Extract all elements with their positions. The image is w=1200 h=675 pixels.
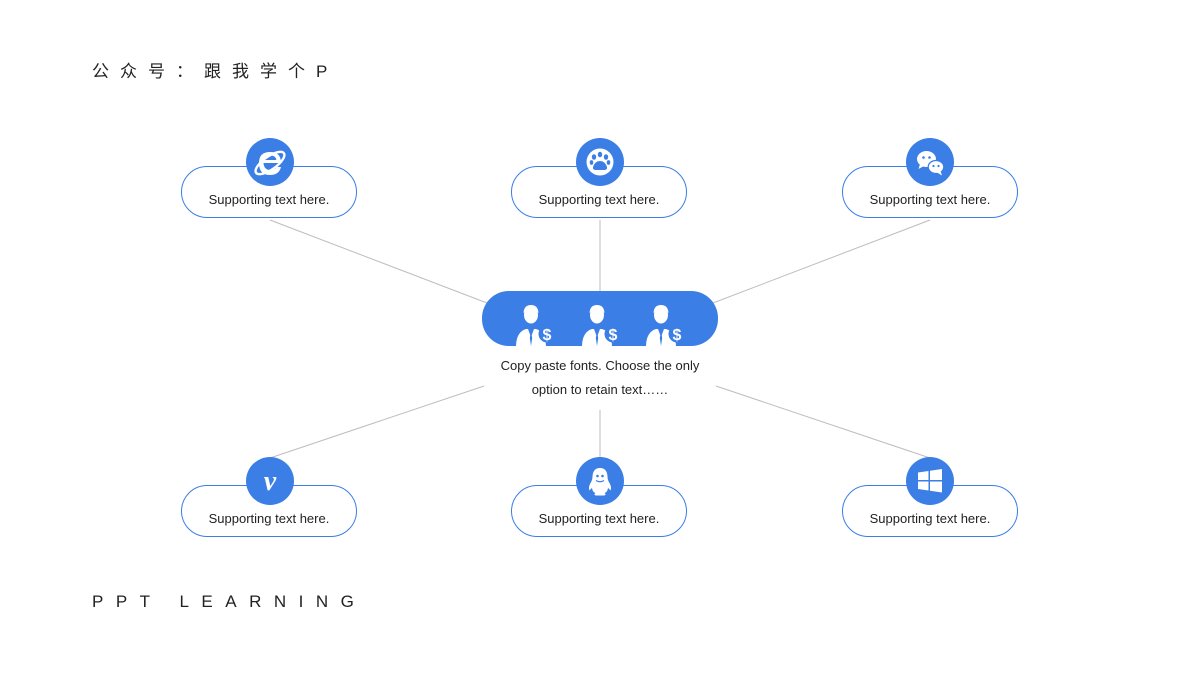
svg-text:$: $ bbox=[543, 327, 552, 344]
wechat-icon bbox=[906, 138, 954, 186]
connector-line bbox=[269, 385, 485, 459]
connector-line bbox=[712, 219, 931, 304]
svg-text:v: v bbox=[264, 466, 277, 497]
hub-text-line2: option to retain text…… bbox=[531, 382, 669, 397]
svg-text:$: $ bbox=[609, 327, 618, 344]
businessman-dollar-icon: $ bbox=[641, 301, 689, 346]
windows-icon bbox=[906, 457, 954, 505]
businessman-dollar-icon: $ bbox=[577, 301, 625, 346]
hub-text-line1: Copy paste fonts. Choose the only bbox=[500, 358, 700, 373]
node-label: Supporting text here. bbox=[869, 192, 991, 207]
svg-text:$: $ bbox=[673, 327, 682, 344]
node-label: Supporting text here. bbox=[208, 511, 330, 526]
hub-banner: $ $ $ bbox=[482, 291, 718, 346]
node-card-bottom-left: Supporting text here. bbox=[181, 485, 357, 537]
businessman-dollar-icon: $ bbox=[511, 301, 559, 346]
qq-penguin-icon bbox=[576, 457, 624, 505]
connector-line bbox=[269, 219, 488, 304]
internet-explorer-icon bbox=[246, 138, 294, 186]
node-label: Supporting text here. bbox=[869, 511, 991, 526]
node-label: Supporting text here. bbox=[538, 192, 660, 207]
baidu-paw-icon bbox=[576, 138, 624, 186]
page-title: 公众号：跟我学个P bbox=[92, 62, 339, 81]
footer-title: PPT LEARNING bbox=[92, 592, 367, 611]
connector-line bbox=[715, 385, 931, 459]
vimeo-icon: v bbox=[246, 457, 294, 505]
node-label: Supporting text here. bbox=[208, 192, 330, 207]
hub-description: Copy paste fonts. Choose the only option… bbox=[460, 354, 740, 402]
node-label: Supporting text here. bbox=[538, 511, 660, 526]
